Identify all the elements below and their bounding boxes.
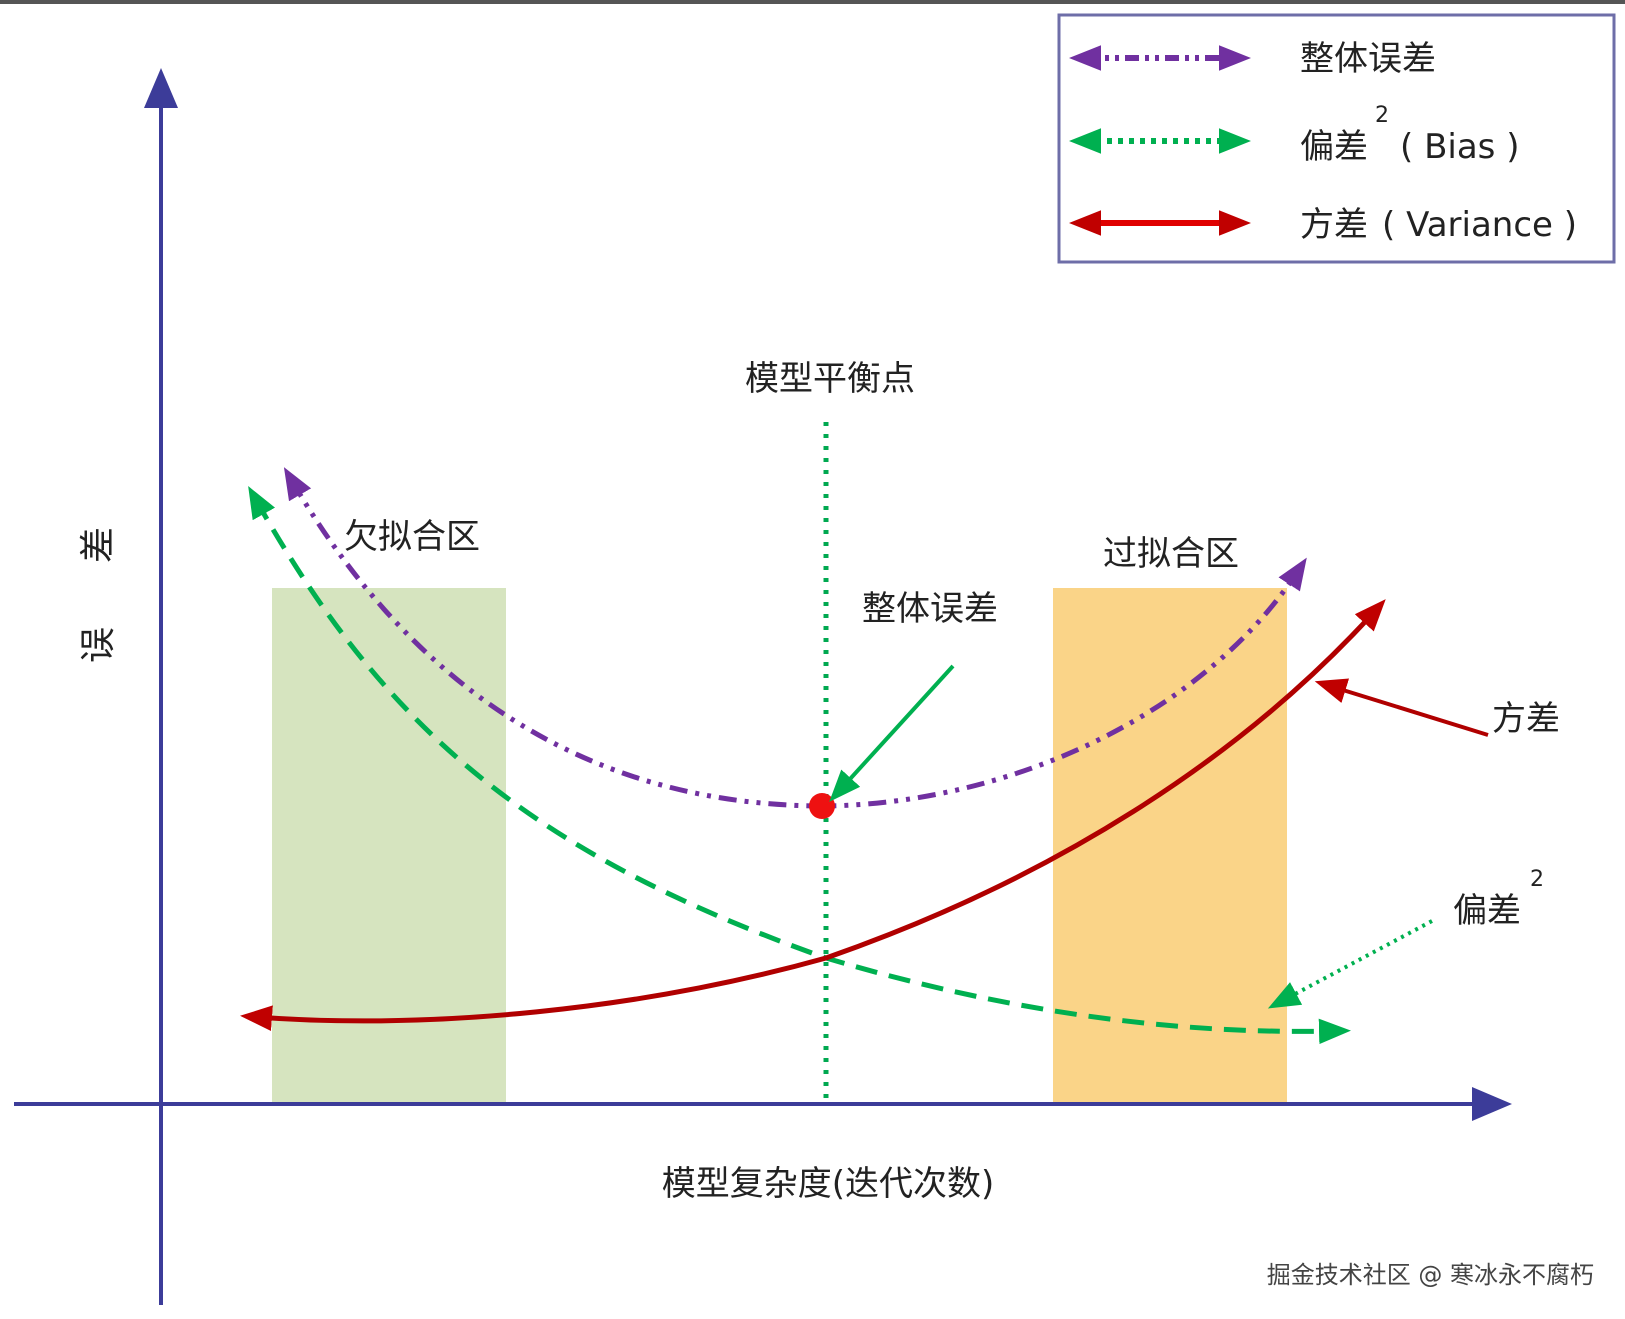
balance-point-label: 模型平衡点 (745, 359, 915, 399)
legend-label: 偏差 (1300, 127, 1368, 167)
variance-pointer (1314, 678, 1489, 737)
x-axis-arrowhead (1472, 1087, 1512, 1121)
legend: 整体误差 偏差 2 ( Bias ) 方差 ( Variance ) (1057, 13, 1616, 264)
legend-label: 整体误差 (1300, 39, 1436, 79)
top-edge-strip (0, 0, 1625, 4)
variance-curve (240, 599, 1386, 1031)
legend-label-superscript: 2 (1375, 103, 1389, 128)
bias-pointer (1267, 919, 1433, 1009)
y-axis-label-char: 误 (78, 627, 119, 663)
legend-label-suffix: ( Variance ) (1382, 205, 1577, 245)
legend-label: 方差 (1300, 205, 1368, 245)
overfit-label: 过拟合区 (1103, 534, 1239, 574)
bias-label: 偏差 (1453, 891, 1521, 931)
legend-item: 方差 ( Variance ) (1069, 205, 1577, 245)
total-error-label: 整体误差 (862, 589, 998, 629)
balance-point-dot (809, 793, 835, 819)
legend-item: 偏差 2 ( Bias ) (1069, 103, 1519, 167)
x-axis-label: 模型复杂度(迭代次数) (662, 1164, 995, 1204)
variance-label: 方差 (1492, 699, 1560, 739)
bias-label-superscript: 2 (1530, 867, 1544, 892)
legend-item: 整体误差 (1069, 39, 1436, 79)
y-axis-label: 误 差 (78, 527, 119, 663)
legend-label-suffix: ( Bias ) (1400, 127, 1519, 167)
underfit-zone (272, 588, 506, 1102)
y-axis-arrowhead (144, 68, 178, 108)
underfit-label: 欠拟合区 (344, 517, 480, 557)
total-error-pointer (829, 664, 955, 802)
y-axis-label-char: 差 (78, 527, 119, 563)
watermark: 掘金技术社区 @ 寒冰永不腐朽 (1267, 1261, 1594, 1289)
